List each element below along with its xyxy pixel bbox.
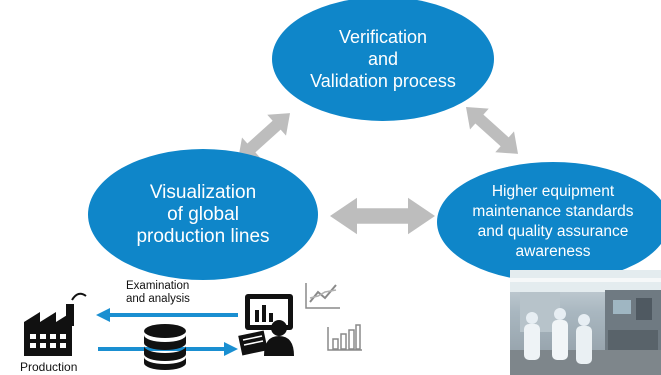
factory-floor-illustration xyxy=(510,270,661,375)
visualization-node: Visualization of global production lines xyxy=(88,149,318,280)
line-chart-icon xyxy=(305,283,340,309)
factory-floor-photo xyxy=(510,270,661,375)
maintenance-quality-node: Higher equipment maintenance standards a… xyxy=(437,162,661,282)
database-icon xyxy=(144,324,186,370)
production-label: Production xyxy=(20,360,78,374)
bar-chart-icon xyxy=(327,324,362,351)
examination-label: Examination and analysis xyxy=(126,280,190,305)
factory-icon xyxy=(24,292,87,356)
verification-validation-node: Verification and Validation process xyxy=(272,0,494,121)
analyst-dashboard-icon xyxy=(238,294,294,356)
arrow-to-production xyxy=(96,308,238,322)
